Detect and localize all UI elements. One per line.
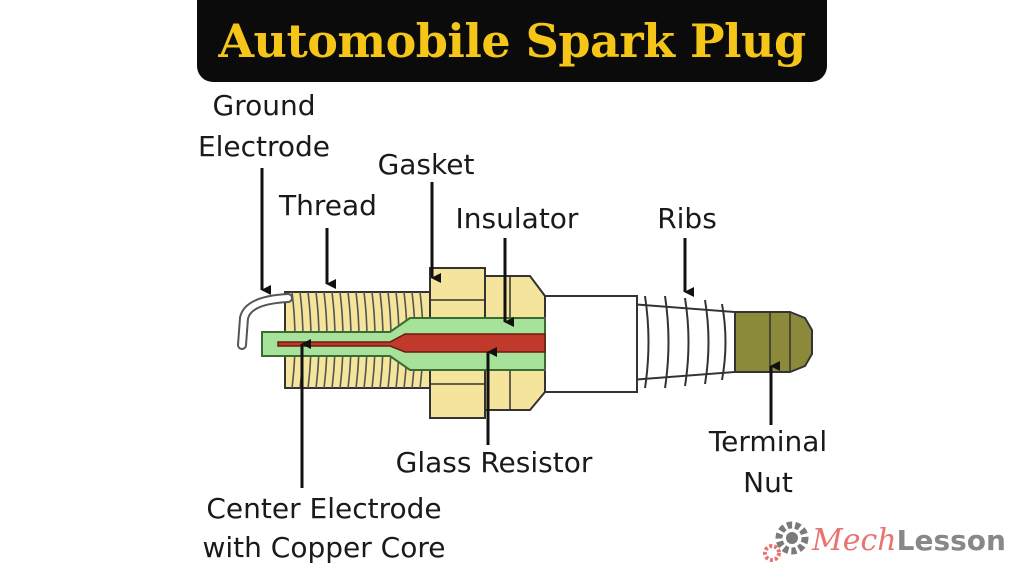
label-terminal-nut-line1: Terminal bbox=[708, 425, 827, 458]
title-banner: Automobile Spark Plug bbox=[197, 0, 827, 82]
label-thread: Thread bbox=[278, 189, 377, 222]
label-ground-electrode-line2: Electrode bbox=[198, 130, 330, 163]
label-insulator: Insulator bbox=[456, 202, 579, 235]
center-electrode-core bbox=[277, 333, 546, 353]
label-gasket: Gasket bbox=[378, 148, 475, 181]
label-ribs: Ribs bbox=[657, 202, 717, 235]
label-center-electrode-line2: with Copper Core bbox=[203, 531, 446, 564]
label-terminal-nut-line2: Nut bbox=[743, 466, 793, 499]
label-glass-resistor: Glass Resistor bbox=[396, 446, 593, 479]
ribs-section bbox=[629, 295, 736, 389]
label-center-electrode-line1: Center Electrode bbox=[206, 492, 441, 525]
small-gear-icon bbox=[763, 544, 781, 562]
gear-icon bbox=[775, 521, 809, 555]
label-ground-electrode-line1: Ground bbox=[213, 89, 316, 122]
terminal-nut bbox=[734, 311, 813, 373]
logo-lesson-text: Lesson bbox=[896, 523, 1006, 557]
logo-mech-text: Mech bbox=[812, 522, 897, 558]
insulator-body bbox=[544, 295, 638, 393]
page-title: Automobile Spark Plug bbox=[218, 14, 806, 68]
